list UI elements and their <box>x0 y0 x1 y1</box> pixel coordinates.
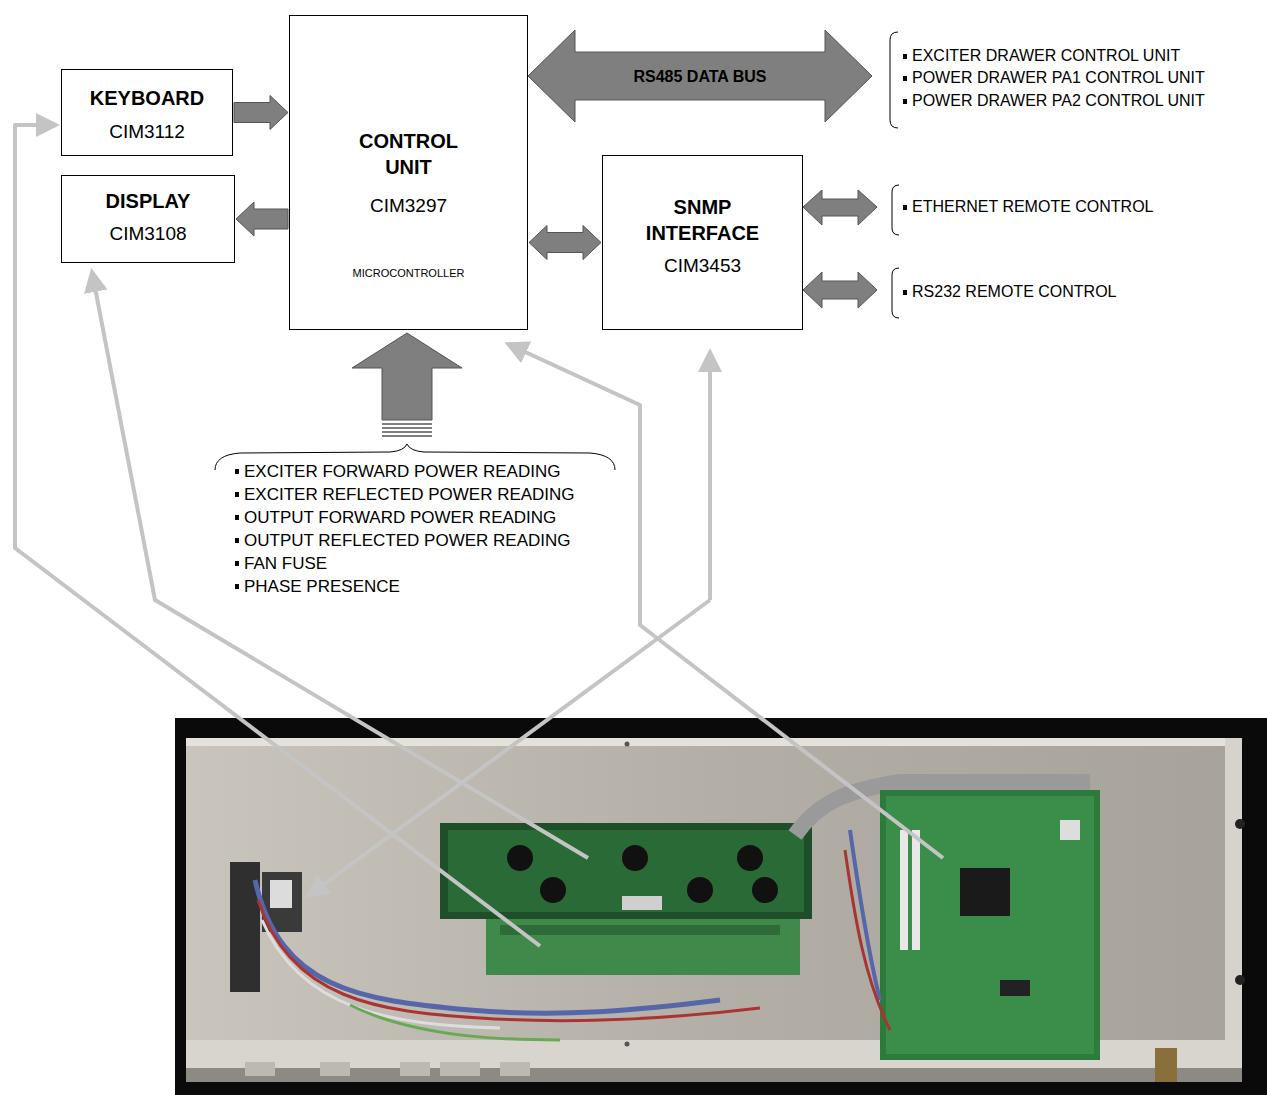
module-box: KEYBOARD CIM3112 <box>61 69 233 156</box>
signal-label: PHASE PRESENCE <box>244 577 400 597</box>
signal-label: ETHERNET REMOTE CONTROL <box>912 198 1154 216</box>
bracket <box>892 268 899 318</box>
bullet <box>235 561 239 566</box>
link-arrow <box>803 190 877 225</box>
box-title: SNMP INTERFACE <box>623 194 783 246</box>
bus-label: RS485 DATA BUS <box>633 68 766 86</box>
bullet <box>235 538 239 543</box>
module-box: SNMP INTERFACE CIM3453 <box>602 155 803 330</box>
part-code: CIM3112 <box>67 119 227 145</box>
signal-label: OUTPUT REFLECTED POWER READING <box>244 531 571 551</box>
module-box: CONTROL UNIT CIM3297MICROCONTROLLER <box>289 15 528 330</box>
signal-label: FAN FUSE <box>244 554 327 574</box>
bus-arrow <box>528 30 872 122</box>
signal-label: EXCITER REFLECTED POWER READING <box>244 485 575 505</box>
bullet <box>903 99 907 104</box>
part-code: CIM3297 <box>295 193 522 219</box>
block-arrow <box>236 202 288 236</box>
unit-photo <box>175 718 1267 1095</box>
module-box: DISPLAY CIM3108 <box>61 175 235 263</box>
bullet <box>235 515 239 520</box>
part-code: CIM3108 <box>67 221 229 247</box>
block-arrow <box>529 226 601 260</box>
bracket <box>890 32 898 128</box>
bullet <box>235 469 239 474</box>
signal-label: OUTPUT FORWARD POWER READING <box>244 508 556 528</box>
input-arrow-stripes <box>382 424 432 436</box>
block-arrow <box>234 96 288 130</box>
signal-label: EXCITER DRAWER CONTROL UNIT <box>912 47 1180 65</box>
bullet <box>903 205 907 210</box>
box-title: CONTROL UNIT <box>334 128 484 180</box>
bullet <box>235 492 239 497</box>
signal-label: POWER DRAWER PA1 CONTROL UNIT <box>912 69 1205 87</box>
bullet <box>903 290 907 295</box>
box-title: DISPLAY <box>67 188 229 214</box>
bullet <box>903 76 907 81</box>
signal-label: RS232 REMOTE CONTROL <box>912 283 1116 301</box>
bullet <box>235 584 239 589</box>
bracket <box>892 185 899 235</box>
signal-label: POWER DRAWER PA2 CONTROL UNIT <box>912 92 1205 110</box>
input-arrow <box>352 333 462 420</box>
box-title: KEYBOARD <box>67 85 227 111</box>
signal-label: EXCITER FORWARD POWER READING <box>244 462 560 482</box>
link-arrow <box>803 272 877 308</box>
part-code: CIM3453 <box>608 253 797 279</box>
box-note: MICROCONTROLLER <box>295 266 522 280</box>
bullet <box>903 54 907 59</box>
